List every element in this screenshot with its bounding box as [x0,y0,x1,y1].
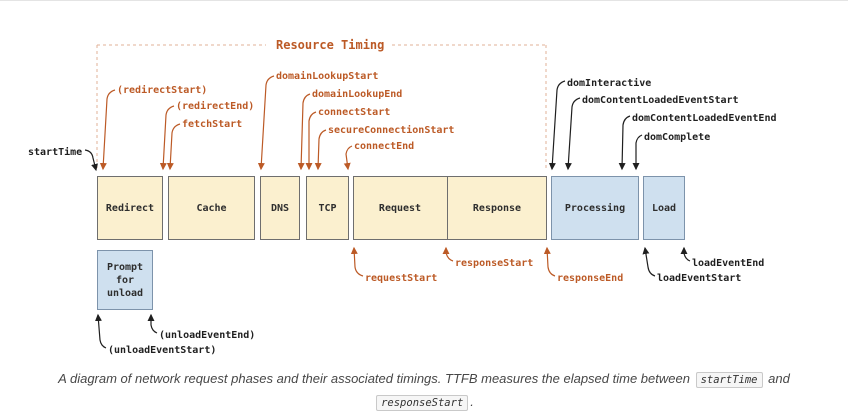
box-prompt-for-unload: Prompt for unload [97,250,153,310]
leader-fetch-start [166,123,181,171]
label-unload-event-start: (unloadEventStart) [108,345,217,356]
leader-connect-end [343,145,353,171]
leader-unload-event-end [147,313,158,334]
leader-domain-lookup-end [297,93,311,171]
label-unload-event-end: (unloadEventEnd) [159,330,256,341]
label-connect-end: connectEnd [354,141,415,152]
box-redirect: Redirect [97,176,163,240]
caption-text-2: and [768,371,790,386]
label-dom-content-loaded-event-start: domContentLoadedEventStart [582,95,739,106]
leader-dom-complete [632,134,643,171]
box-tcp-label: TCP [318,202,337,214]
box-load-label: Load [651,202,677,214]
label-fetch-start: fetchStart [182,119,243,130]
label-start-time: startTime [28,147,83,158]
leader-secure-connection-start [314,129,327,171]
leader-response-start [442,246,454,262]
label-load-event-start: loadEventStart [657,273,742,284]
caption-text-3: . [470,394,474,409]
diagram-title: Resource Timing [272,38,389,52]
caption-text-1: A diagram of network request phases and … [58,371,690,386]
leader-dom-content-loaded-event-start [564,97,581,171]
leader-dom-interactive [548,80,566,171]
figure-caption: A diagram of network request phases and … [0,368,848,414]
label-response-start: responseStart [455,258,534,269]
leader-response-end [543,246,556,277]
page-top-divider [0,0,848,1]
label-request-start: requestStart [365,273,438,284]
box-tcp: TCP [306,176,349,240]
label-dom-complete: domComplete [644,132,711,143]
leader-load-event-start [642,246,656,277]
box-request-label: Request [378,202,422,214]
label-load-event-end: loadEventEnd [692,258,765,269]
label-domain-lookup-start: domainLookupStart [276,71,379,82]
box-load: Load [643,176,685,240]
box-response: Response [446,177,547,239]
label-redirect-start: (redirectStart) [117,85,208,96]
label-domain-lookup-end: domainLookupEnd [312,89,403,100]
box-dns-label: DNS [270,202,290,214]
box-redirect-label: Redirect [105,202,155,214]
box-request: Request [354,177,447,239]
box-dns: DNS [260,176,300,240]
label-connect-start: connectStart [318,107,391,118]
leader-start-time [84,149,98,172]
box-processing: Processing [551,176,639,240]
box-processing-label: Processing [564,202,626,214]
leader-connect-start [305,111,317,171]
label-dom-interactive: domInteractive [567,78,652,89]
box-cache: Cache [168,176,255,240]
label-response-end: responseEnd [557,273,624,284]
box-cache-label: Cache [196,202,227,214]
inline-code-responsestart: responseStart [376,395,469,411]
label-secure-connection-start: secureConnectionStart [328,125,455,136]
leader-dom-content-loaded-event-end [618,115,631,171]
leader-unload-event-start [95,313,107,349]
leader-domain-lookup-start [257,75,275,171]
box-request-response: Request Response [353,176,547,240]
leader-load-event-end [680,246,691,262]
box-prompt-label: Prompt for unload [106,261,144,299]
leader-request-start [350,246,364,277]
leader-redirect-start [99,89,116,171]
inline-code-starttime: startTime [695,372,763,388]
label-redirect-end: (redirectEnd) [176,101,255,112]
label-dom-content-loaded-event-end: domContentLoadedEventEnd [632,113,777,124]
box-response-label: Response [472,202,522,214]
leader-redirect-end [159,105,175,171]
